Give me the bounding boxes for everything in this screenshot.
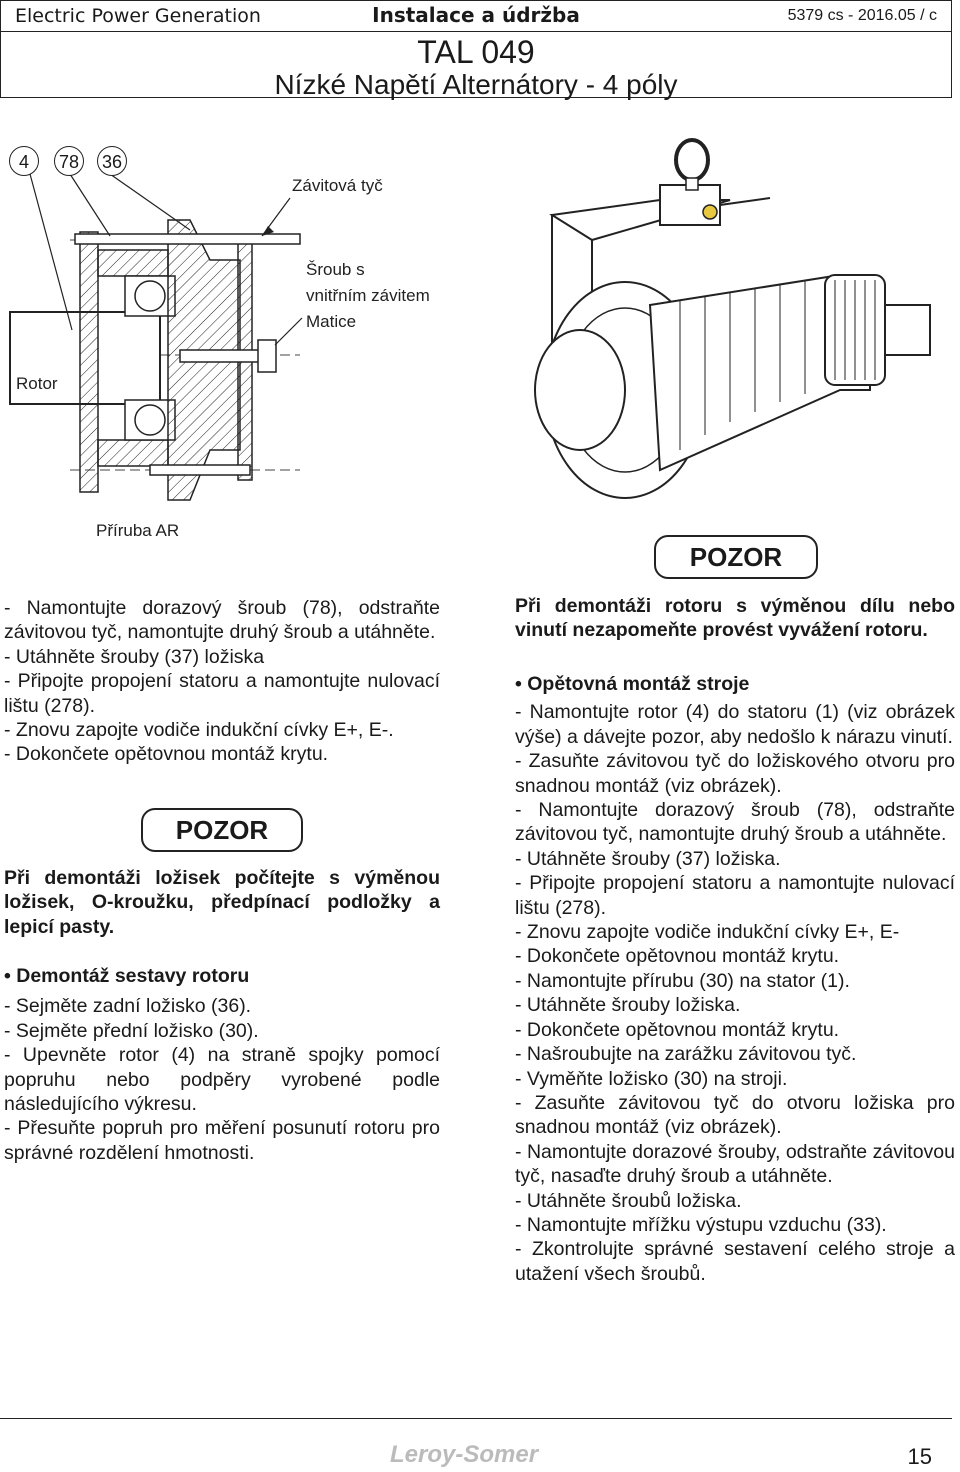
section-heading: • Opětovná montáž stroje — [515, 673, 750, 695]
callout-stop-screw-number: 78 — [54, 146, 84, 176]
label-rotor: Rotor — [16, 374, 58, 393]
section-heading: • Demontáž sestavy rotoru — [4, 965, 250, 987]
label-flange: Příruba AR — [96, 521, 180, 540]
paragraph: - Přesuňte popruh pro měření posunutí ro… — [4, 1117, 440, 1164]
warning-badge: POZOR — [141, 808, 303, 852]
bearing-cross-section-drawing — [9, 173, 303, 501]
rotor-disassembly-section: • Demontáž sestavy rotoru - Sejměte zadn… — [4, 964, 440, 1165]
brand-name: Electric Power Generation — [15, 5, 261, 27]
document-reference: 5379 cs - 2016.05 / c — [787, 7, 937, 24]
warning-paragraph: Při demontáži ložisek počítejte s výměno… — [4, 867, 440, 938]
rotor-support-drawing — [534, 138, 931, 499]
list-item: - Zkontrolujte správné sestavení celého … — [515, 1238, 955, 1285]
warning-paragraph: Při demontáži rotoru s výměnou dílu nebo… — [515, 595, 955, 642]
list-item: - Znovu zapojte vodiče indukční cívky E+… — [515, 921, 900, 944]
list-item: - Našroubujte na zarážku závitovou tyč. — [515, 1043, 857, 1066]
list-item: - Namontujte dorazové šrouby, odstraňte … — [515, 1140, 955, 1188]
paragraph: - Sejměte zadní ložisko (36). — [4, 995, 252, 1018]
list-item: - Utáhněte šroubů ložiska. — [515, 1189, 742, 1212]
list-item: - Dokončete opětovnou montáž krytu. — [515, 945, 840, 968]
left-column: - Namontujte dorazový šroub (78), odstra… — [4, 596, 440, 767]
header-divider — [1, 31, 951, 32]
list-item: - Namontujte dorazový šroub (78), odstra… — [515, 799, 955, 846]
paragraph: - Dokončete opětovnou montáž krytu. — [4, 743, 329, 766]
warning-text: Při demontáži rotoru s výměnou dílu nebo… — [515, 594, 955, 643]
list-item: - Namontujte mřížku výstupu vzduchu (33)… — [515, 1213, 887, 1236]
reassembly-section: • Opětovná montáž stroje - Namontujte ro… — [515, 672, 955, 1286]
page-header: Electric Power Generation Instalace a úd… — [0, 0, 952, 100]
document-subtitle: Nízké Napětí Alternátory - 4 póly — [274, 69, 678, 100]
company-logo: Leroy-Somer — [390, 1441, 539, 1468]
list-item: - Vyměňte ložisko (30) na stroji. — [515, 1067, 788, 1090]
list-item: - Zasuňte závitovou tyč do ložiskového o… — [515, 750, 955, 797]
callout-bearing-number: 36 — [97, 146, 127, 176]
list-item: - Dokončete opětovnou montáž krytu. — [515, 1018, 840, 1041]
paragraph: - Připojte propojení statoru a namontujt… — [4, 670, 440, 717]
label-nut: Matice — [306, 312, 357, 331]
page-number: 15 — [907, 1444, 932, 1469]
label-threaded-rod: Závitová tyč — [292, 176, 383, 195]
section-title: Instalace a údržba — [372, 3, 580, 27]
paragraph: - Znovu zapojte vodiče indukční cívky E+… — [4, 719, 394, 742]
paragraph: - Upevněte rotor (4) na straně spojky po… — [4, 1044, 440, 1116]
list-item: - Namontujte přírubu (30) na stator (1). — [515, 969, 850, 992]
list-item: - Připojte propojení statoru a namontujt… — [515, 872, 955, 919]
paragraph: - Utáhněte šrouby (37) ložiska — [4, 645, 265, 668]
paragraph: - Sejměte přední ložisko (30). — [4, 1019, 259, 1042]
warning-text: Při demontáži ložisek počítejte s výměno… — [4, 866, 440, 939]
warning-badge: POZOR — [654, 535, 818, 579]
callout-rotor-number: 4 — [9, 146, 39, 176]
list-item: - Utáhněte šrouby (37) ložiska. — [515, 847, 781, 870]
footer-divider — [0, 1418, 952, 1419]
label-screw-line1: Šroub s — [306, 260, 365, 279]
label-screw-line2: vnitřním závitem — [306, 286, 430, 305]
list-item: - Utáhněte šrouby ložiska. — [515, 994, 741, 1017]
document-title: TAL 049 — [417, 34, 535, 70]
list-item: - Zasuňte závitovou tyč do otvoru ložisk… — [515, 1091, 955, 1139]
list-item: - Namontujte rotor (4) do statoru (1) (v… — [515, 701, 955, 748]
paragraph: - Namontujte dorazový šroub (78), odstra… — [4, 597, 440, 644]
